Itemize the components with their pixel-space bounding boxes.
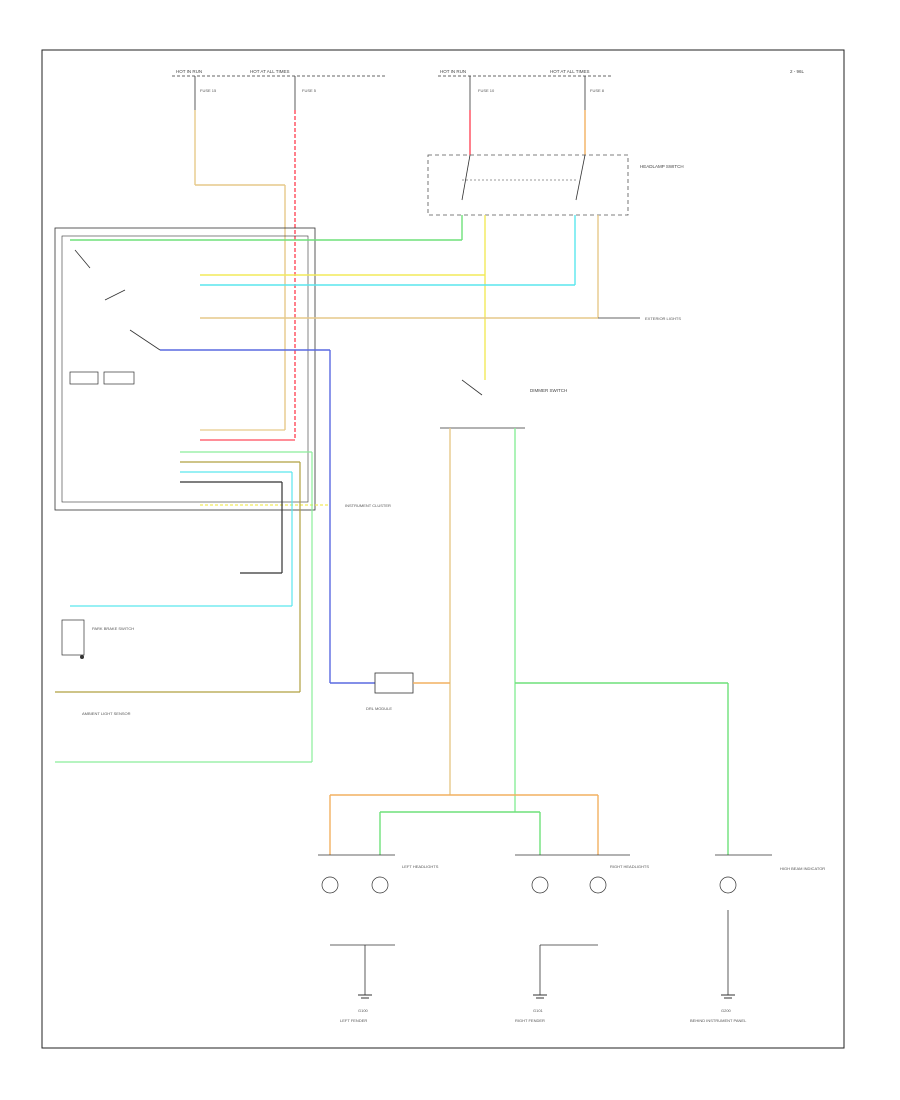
ground-location-right: BEHIND INSTRUMENT PANEL [690, 1018, 747, 1023]
headlamp-switch-box [427, 154, 629, 216]
header-label-left: HOT IN RUN [176, 69, 202, 74]
drl-relay-block [374, 672, 414, 694]
headlamp-switch-contact-1 [461, 154, 471, 201]
drl-module-inner [61, 235, 309, 503]
ground-label-mid: G101 [533, 1008, 544, 1013]
module-switch-3 [129, 329, 161, 351]
ground-label-left: G100 [358, 1008, 369, 1013]
park-brake-ground [80, 655, 84, 659]
right-headlight-lamp-2 [589, 876, 607, 894]
fuse-label-b: FUSE 5 [302, 88, 317, 93]
left-headlight-label: LEFT HEADLIGHTS [402, 864, 439, 869]
fuse-label-a: FUSE 15 [200, 88, 217, 93]
headlamp-switch-label: HEADLAMP SWITCH [640, 164, 684, 169]
exterior-lights-label: EXTERIOR LIGHTS [645, 316, 681, 321]
header-label-right: HOT AT ALL TIMES [550, 69, 590, 74]
diagram-frame [41, 49, 845, 1049]
ground-location-left: LEFT FENDER [340, 1018, 367, 1023]
module-relay-a [69, 371, 99, 385]
drl-module-label: DRL MODULE [366, 706, 392, 711]
module-relay-b [103, 371, 135, 385]
fuse-label-d: FUSE 8 [590, 88, 605, 93]
drl-module-outline [54, 227, 316, 511]
right-headlight-label: RIGHT HEADLIGHTS [610, 864, 649, 869]
ground-location-mid: RIGHT FENDER [515, 1018, 545, 1023]
ambient-sensor-label: AMBIENT LIGHT SENSOR [82, 711, 131, 716]
header-label-mid: HOT IN RUN [440, 69, 466, 74]
headlamp-switch-contact-2 [575, 154, 586, 201]
ground-label-right: G200 [721, 1008, 732, 1013]
park-brake-switch [61, 619, 85, 656]
dimmer-switch-label: DIMMER SWITCH [530, 388, 567, 393]
highbeam-label: HIGH BEAM INDICATOR [780, 866, 825, 871]
ground-symbol-right [721, 994, 735, 999]
right-headlight-lamp-1 [531, 876, 549, 894]
left-headlight-lamp-1 [321, 876, 339, 894]
page-code: 2 - 96L [790, 69, 805, 74]
fuse-label-c: FUSE 10 [478, 88, 495, 93]
module-switch-2 [104, 289, 126, 301]
ground-symbol-left [358, 994, 372, 999]
park-brake-label: PARK BRAKE SWITCH [92, 626, 134, 631]
ground-symbol-mid [533, 994, 547, 999]
left-headlight-lamp-2 [371, 876, 389, 894]
dimmer-switch-lever [461, 379, 483, 396]
header-label-top2: HOT AT ALL TIMES [250, 69, 290, 74]
highbeam-lamp [719, 876, 737, 894]
instr-cluster-label: INSTRUMENT CLUSTER [345, 503, 391, 508]
module-switch-1 [74, 249, 91, 269]
